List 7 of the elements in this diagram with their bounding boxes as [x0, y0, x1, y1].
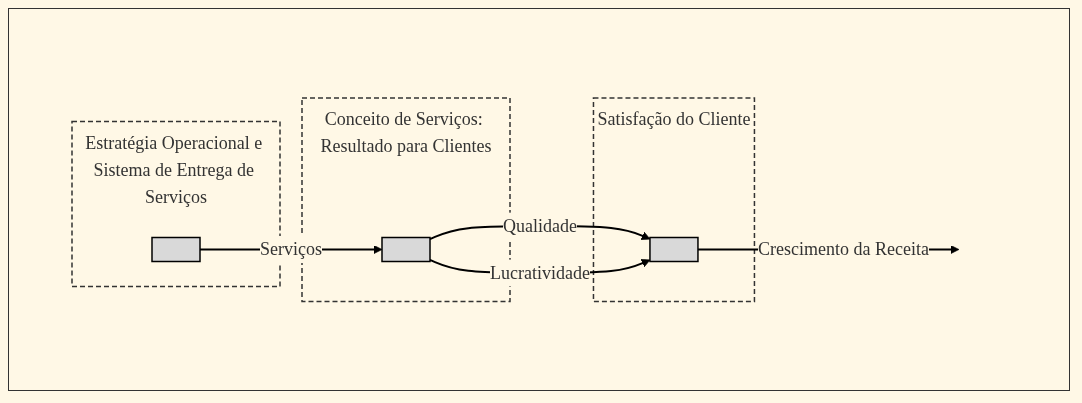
node-box — [380, 236, 431, 262]
edge-label: Crescimento da Receita — [757, 238, 929, 259]
edge-label: Qualidade — [502, 215, 577, 236]
cluster: Satisfação do Cliente — [592, 97, 755, 302]
node-box — [648, 236, 699, 262]
node-box — [150, 236, 201, 262]
edge-label: Lucratividade — [489, 262, 590, 283]
